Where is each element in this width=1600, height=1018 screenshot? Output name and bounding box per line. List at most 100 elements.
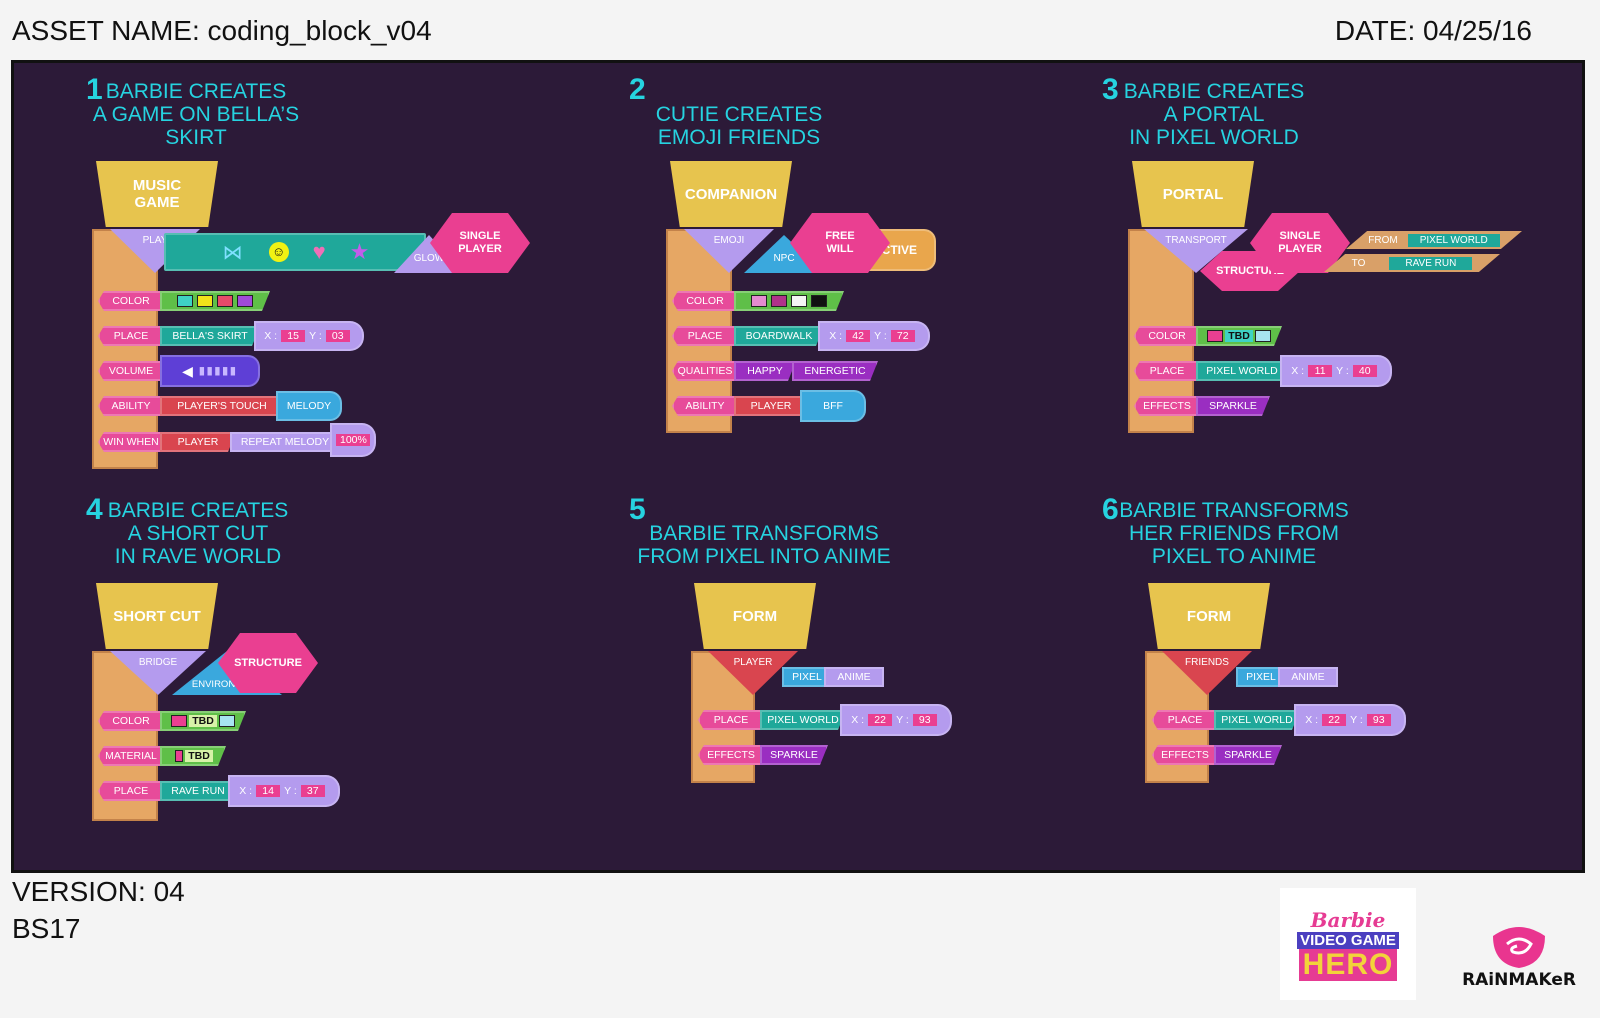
- code: BS17: [12, 913, 81, 944]
- section-2-title: CUTIE CREATES EMOJI FRIENDS: [655, 103, 823, 149]
- color-swatches-1: [160, 291, 270, 311]
- swatch: [751, 295, 767, 307]
- coord-block-5: X :22 Y :93: [840, 704, 952, 736]
- structure-block-4: STRUCTURE: [218, 633, 318, 693]
- melody-block: MELODY: [276, 391, 342, 421]
- swatch: [175, 750, 183, 762]
- asset-name: ASSET NAME: coding_block_v04: [12, 15, 432, 46]
- swatch: [811, 295, 827, 307]
- logo-barbie-text: Barbie: [1310, 907, 1386, 932]
- effects-label-6: EFFECTS: [1152, 745, 1218, 765]
- ability-label-2: ABILITY: [672, 396, 738, 416]
- place-label-5: PLACE: [698, 710, 764, 730]
- material-tbd: TBD: [160, 746, 226, 766]
- section-2-head-block: COMPANION: [670, 161, 792, 227]
- color-label-2: COLOR: [672, 291, 738, 311]
- qualities-label: QUALITIES: [672, 361, 738, 381]
- swatch: [1255, 330, 1271, 342]
- logo-video-game-text: VIDEO GAME: [1297, 931, 1399, 949]
- section-6-number: 6: [1102, 493, 1119, 526]
- coord-block-6: X :22 Y :93: [1294, 704, 1406, 736]
- from-value: PIXEL WORLD: [1407, 233, 1500, 247]
- volume-slider: ◀ ▮▮▮▮▮: [160, 355, 260, 387]
- y-label: Y :: [1336, 365, 1349, 377]
- from-label: FROM: [1368, 234, 1398, 246]
- swatch: [219, 715, 235, 727]
- y-value: 03: [325, 330, 350, 342]
- x-value: 11: [1308, 365, 1333, 377]
- anime-block-6: ANIME: [1278, 667, 1338, 687]
- repeat-melody-block: REPEAT MELODY: [230, 432, 340, 452]
- place-value-4: RAVE RUN: [160, 781, 236, 801]
- coord-block-3: X :11 Y :40: [1280, 355, 1392, 387]
- color-label-3: COLOR: [1134, 326, 1200, 346]
- place-label-4: PLACE: [98, 781, 164, 801]
- speaker-icon: ◀: [182, 362, 193, 379]
- tbd-tag: TBD: [1225, 330, 1253, 342]
- section-1-spine: [92, 229, 158, 469]
- y-label: Y :: [309, 330, 322, 342]
- section-3-number: 3: [1102, 73, 1119, 106]
- x-label: X :: [829, 330, 843, 342]
- swatch: [771, 295, 787, 307]
- coord-block-2: X :42 Y :72: [818, 321, 930, 351]
- logo-hero-text: HERO: [1298, 948, 1398, 981]
- effects-label-5: EFFECTS: [698, 745, 764, 765]
- to-value: RAVE RUN: [1389, 256, 1473, 270]
- section-1-title: BARBIE CREATES A GAME ON BELLA’S SKIRT: [92, 80, 300, 149]
- color-tbd-4: TBD: [160, 711, 246, 731]
- win-player-block: PLAYER: [160, 432, 236, 452]
- rainmaker-swirl-icon: [1493, 927, 1545, 968]
- x-value: 14: [256, 785, 281, 797]
- percent-block: 100%: [330, 423, 376, 457]
- barbie-video-game-hero-logo: Barbie VIDEO GAME HERO: [1280, 888, 1416, 1000]
- section-6-title: BARBIE TRANSFORMS HER FRIENDS FROM PIXEL…: [1119, 499, 1349, 568]
- section-1-number: 1: [86, 73, 103, 106]
- percent-value: 100%: [336, 434, 370, 446]
- place-value-2: BOARDWALK: [734, 326, 824, 346]
- sparkle-block-5: SPARKLE: [760, 745, 828, 765]
- x-label: X :: [264, 330, 278, 342]
- win-when-label: WIN WHEN: [98, 432, 164, 452]
- coding-blocks-panel: 1 BARBIE CREATES A GAME ON BELLA’S SKIRT…: [11, 60, 1585, 873]
- star-icon: ★: [349, 239, 370, 264]
- swatch: [171, 715, 187, 727]
- section-3-head-block: PORTAL: [1132, 161, 1254, 227]
- swatch: [237, 295, 253, 307]
- pixel-block-5: PIXEL: [782, 667, 832, 687]
- x-label: X :: [1305, 714, 1319, 726]
- bff-block: BFF: [800, 390, 866, 422]
- y-label: Y :: [1350, 714, 1363, 726]
- place-value-1: BELLA'S SKIRT: [160, 326, 260, 346]
- swatch: [177, 295, 193, 307]
- section-5-title: BARBIE TRANSFORMS FROM PIXEL INTO ANIME: [637, 522, 891, 568]
- effects-label-3: EFFECTS: [1134, 396, 1200, 416]
- section-5-head-block: FORM: [694, 583, 816, 649]
- single-player-block-1: SINGLE PLAYER: [430, 213, 530, 273]
- pixel-block-6: PIXEL: [1236, 667, 1286, 687]
- swatch: [791, 295, 807, 307]
- x-value: 42: [846, 330, 871, 342]
- x-value: 22: [868, 714, 893, 726]
- to-block: TO RAVE RUN: [1324, 254, 1500, 272]
- section-1-head-block: MUSIC GAME: [96, 161, 218, 227]
- music-icons-strip: ⋈ ☺ ♥ ★: [164, 233, 426, 271]
- color-swatches-2: [734, 291, 844, 311]
- x-value: 15: [281, 330, 306, 342]
- section-4-head-block: SHORT CUT: [96, 583, 218, 649]
- coord-block-1: X :15 Y :03: [254, 321, 364, 351]
- tbd-tag: TBD: [185, 750, 213, 762]
- section-5-number: 5: [629, 493, 646, 526]
- swatch: [217, 295, 233, 307]
- sparkle-block-6: SPARKLE: [1214, 745, 1282, 765]
- smiley-icon: ☺: [268, 242, 289, 262]
- y-label: Y :: [874, 330, 887, 342]
- y-label: Y :: [896, 714, 909, 726]
- heart-icon: ♥: [312, 239, 326, 264]
- ability-value-1: PLAYER'S TOUCH: [160, 396, 284, 416]
- section-6-head-block: FORM: [1148, 583, 1270, 649]
- version: VERSION: 04: [12, 876, 185, 907]
- y-value: 93: [912, 714, 937, 726]
- swatch: [197, 295, 213, 307]
- section-2-number: 2: [629, 73, 646, 106]
